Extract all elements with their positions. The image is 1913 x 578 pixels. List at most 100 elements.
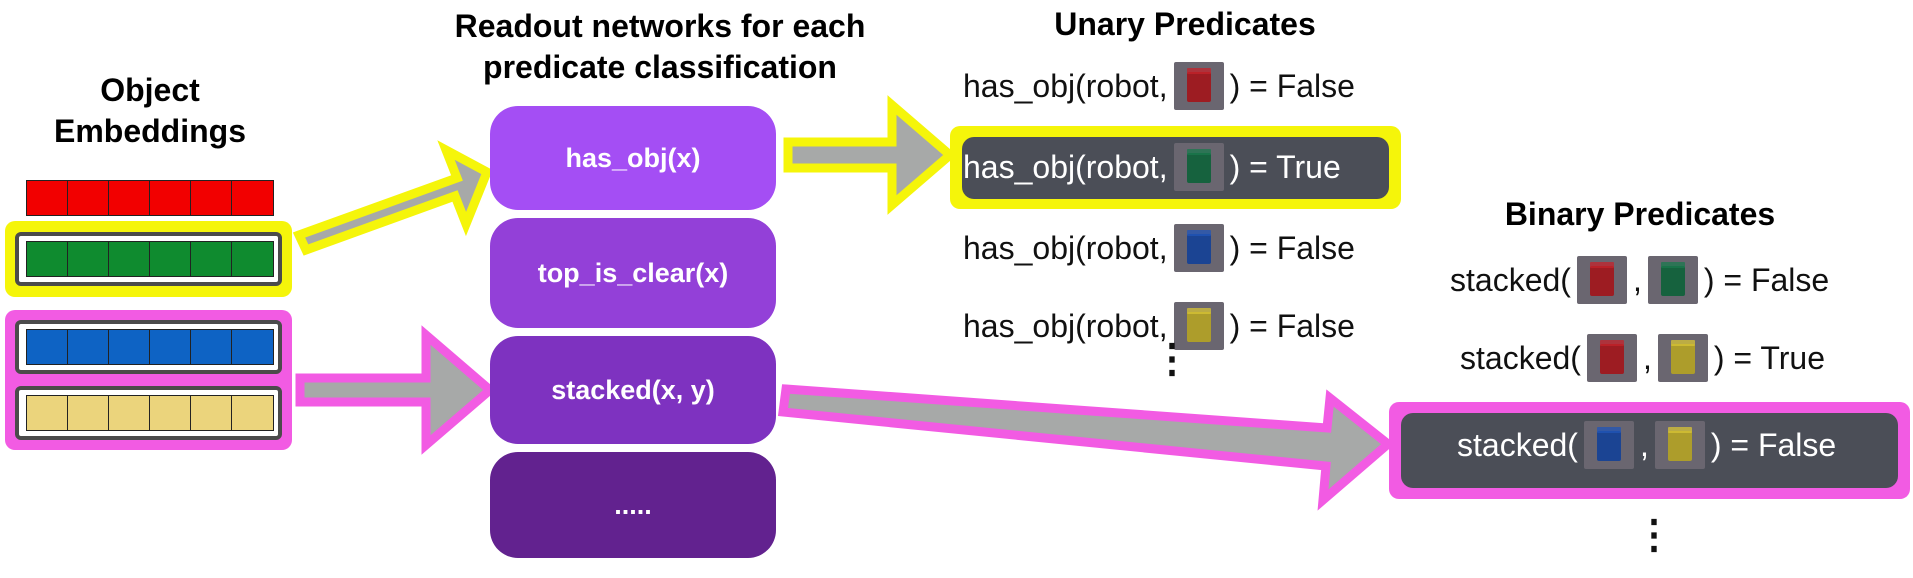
cube-top-face [1186,149,1211,155]
binary-predicate-row: stacked(, ) = True [1460,334,1825,382]
predicate-result: ) = False [1229,68,1355,104]
cube-top-face [1589,262,1614,268]
cube-body [1670,344,1695,374]
cube-body [1186,234,1211,264]
readout-network: has_obj(x) [490,106,776,210]
predicate-separator: , [1639,427,1649,463]
embedding-cell [149,329,192,365]
embedding-cell [108,395,151,431]
cube-top-face [1186,308,1211,314]
embedding-cell [190,241,233,277]
binary-ellipsis: ⋮ [1634,513,1674,557]
blue-cube-image [1583,421,1634,469]
embedding-cell [231,329,274,365]
cube-body [1186,72,1211,102]
readout-network-label: top_is_clear(x) [537,257,729,288]
embedding-cell [67,241,110,277]
cube-body [1599,344,1624,374]
readout-network-label: ..... [614,489,652,520]
binary-highlight-row [1401,413,1898,488]
embedding-cell [149,241,192,277]
arrow-embedding-to-has-obj [292,140,493,256]
predicate-result: ) = False [1710,427,1837,463]
embedding-vector [26,180,274,216]
arrow-embedding-to-stacked [295,325,497,455]
embedding-cell [149,180,192,216]
predicate-separator: , [1632,262,1642,298]
arrow-has-obj-to-unary [783,95,957,215]
binary-predicate-row: stacked(, ) = False [1457,421,1836,469]
predicate-result: ) = False [1229,230,1355,266]
cube-body [1596,431,1621,461]
cube-body [1667,431,1692,461]
predicate-prefix: stacked( [1450,262,1571,298]
predicate-prefix: stacked( [1457,427,1578,463]
heading-object-embeddings: Object Embeddings [53,72,246,149]
embedding-cell [190,180,233,216]
predicate-separator: , [1642,340,1652,376]
cube-top-face [1660,262,1685,268]
predicate-result: ) = False [1229,308,1355,344]
predicate-result: ) = False [1703,262,1830,298]
unary-predicate-row: has_obj(robot, ) = True [963,143,1341,191]
predicate-prefix: has_obj(robot, [963,230,1168,266]
binary-predicate-row: stacked(, ) = False [1450,256,1829,304]
embedding-cell [108,329,151,365]
green-cube-image [1173,143,1224,191]
cube-top-face [1186,68,1211,74]
predicate-prefix: has_obj(robot, [963,308,1168,344]
yellow-cube-image [1654,421,1705,469]
cube-body [1186,153,1211,183]
green-cube-image [1647,256,1698,304]
predicate-result: ) = True [1229,149,1341,185]
embedding-cell [26,180,69,216]
cube-body [1660,266,1685,296]
blue-cube-image [1173,224,1224,272]
embedding-cell [108,241,151,277]
embedding-vector [26,395,274,431]
embedding-cell [190,329,233,365]
readout-network: top_is_clear(x) [490,218,776,328]
cube-top-face [1186,230,1211,236]
predicate-prefix: stacked( [1460,340,1581,376]
cube-top-face [1670,340,1695,346]
cube-body [1186,312,1211,342]
red-cube-image [1173,62,1224,110]
embedding-cell [26,395,69,431]
embedding-cell [108,180,151,216]
readout-network: stacked(x, y) [490,336,776,444]
red-cube-image [1586,334,1637,382]
yellow-cube-image [1173,302,1224,350]
embedding-vector [26,241,274,277]
unary-ellipsis: ⋮ [1152,337,1192,381]
cube-body [1589,266,1614,296]
heading-unary-predicates: Unary Predicates [1054,6,1316,42]
unary-predicate-row: has_obj(robot, ) = False [963,224,1355,272]
embedding-cell [67,395,110,431]
readout-network-label: stacked(x, y) [551,374,715,405]
embedding-cell [231,180,274,216]
cube-top-face [1596,427,1621,433]
embedding-cell [231,395,274,431]
heading-binary-predicates: Binary Predicates [1504,196,1776,232]
red-cube-image [1576,256,1627,304]
embedding-cell [149,395,192,431]
embedding-cell [231,241,274,277]
embedding-cell [26,329,69,365]
embedding-cell [67,180,110,216]
predicate-prefix: has_obj(robot, [963,68,1168,104]
embedding-vector [26,329,274,365]
embedding-cell [67,329,110,365]
embedding-cell [190,395,233,431]
unary-predicate-row: has_obj(robot, ) = False [963,302,1355,350]
predicate-result: ) = True [1713,340,1825,376]
predicate-prefix: has_obj(robot, [963,149,1168,185]
readout-network-label: has_obj(x) [565,142,701,173]
cube-top-face [1599,340,1624,346]
readout-network: ..... [490,452,776,558]
yellow-cube-image [1657,334,1708,382]
embedding-cell [26,241,69,277]
unary-predicate-row: has_obj(robot, ) = False [963,62,1355,110]
